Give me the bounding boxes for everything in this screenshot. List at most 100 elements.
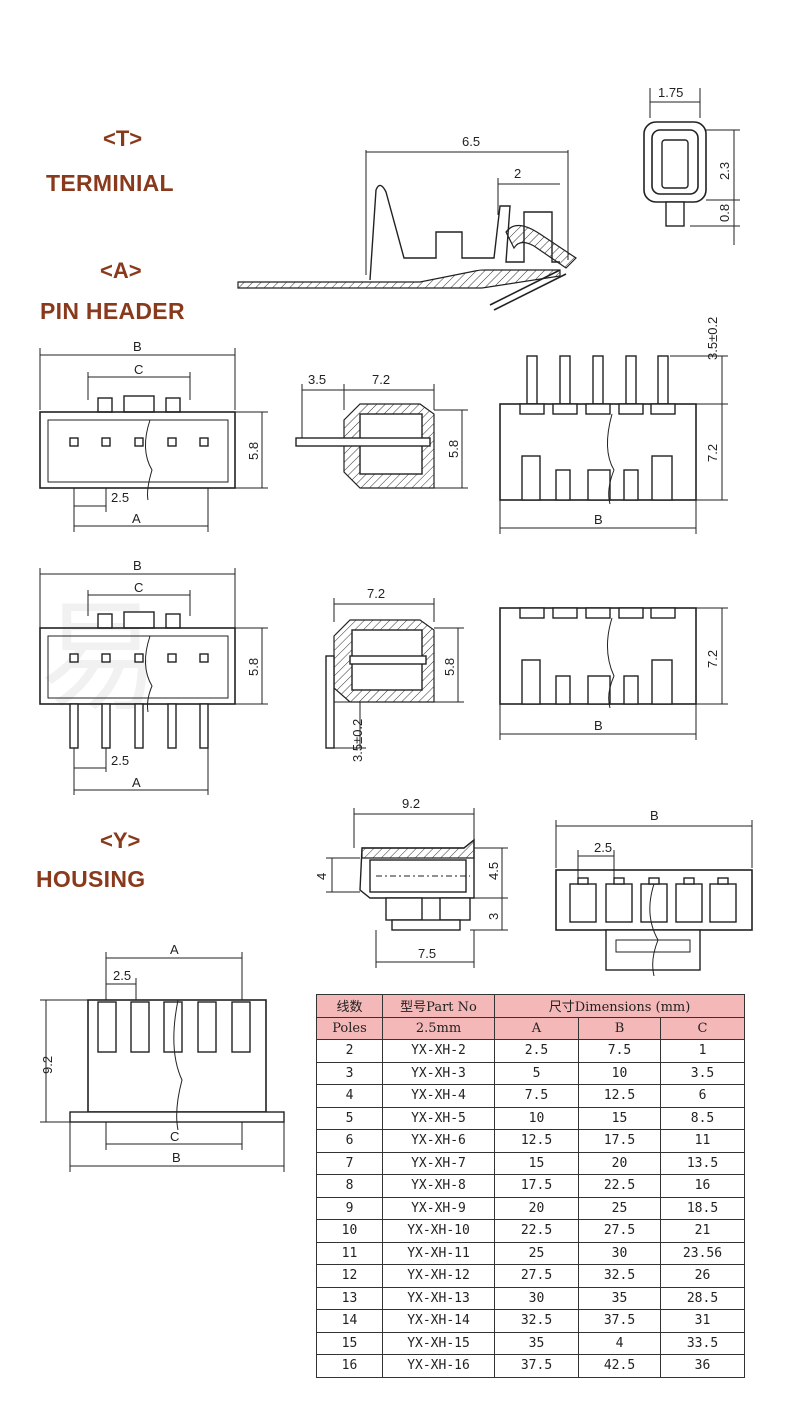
table-cell: YX-XH-10 (382, 1219, 495, 1243)
table-cell: 25 (578, 1196, 661, 1220)
terminal-title: TERMINIAL (46, 170, 174, 196)
pin-header-front-view-2: B C 5.8 2.5 A (39, 558, 268, 795)
table-cell: YX-XH-3 (382, 1061, 495, 1085)
header-poles: Poles (316, 1016, 383, 1040)
table-cell: YX-XH-5 (382, 1106, 495, 1130)
table-cell: 30 (494, 1286, 579, 1310)
table-cell: 4 (578, 1331, 661, 1355)
table-cell: 7 (316, 1151, 383, 1175)
table-cell: 9 (316, 1196, 383, 1220)
table-cell: YX-XH-12 (382, 1264, 495, 1288)
dim-a-1: A (132, 511, 141, 526)
dim-s72-4: 7.2 (705, 650, 720, 668)
table-cell: 10 (316, 1219, 383, 1243)
dim-s72-2: 7.2 (705, 444, 720, 462)
table-cell: 10 (578, 1061, 661, 1085)
dim-t-h2: 0.8 (717, 204, 732, 222)
table-cell: 8 (316, 1174, 383, 1198)
table-cell: 16 (660, 1174, 745, 1198)
table-cell: 7.5 (494, 1084, 579, 1108)
table-cell: 30 (578, 1241, 661, 1265)
table-cell: YX-XH-6 (382, 1129, 495, 1153)
table-cell: 12.5 (578, 1084, 661, 1108)
table-cell: 15 (494, 1151, 579, 1175)
dim-h58-4: 5.8 (442, 658, 457, 676)
pin-header-top-view: 3.5±0.2 7.2 B (499, 317, 728, 534)
table-cell: YX-XH-16 (382, 1354, 495, 1378)
table-cell: YX-XH-14 (382, 1309, 495, 1333)
table-cell: 13 (316, 1286, 383, 1310)
terminal-front-view: 1.75 2.3 0.8 (643, 85, 740, 245)
header-poles-cn: 线数 (316, 994, 383, 1018)
housing-title: HOUSING (36, 866, 146, 892)
dim-pitch-4: 2.5 (113, 968, 131, 983)
dim-b-5: B (650, 808, 659, 823)
dim-pitch-1: 2.5 (111, 490, 129, 505)
table-cell: 18.5 (660, 1196, 745, 1220)
table-cell: YX-XH-11 (382, 1241, 495, 1265)
header-c: C (660, 1016, 745, 1040)
housing-top-view: A 2.5 9.2 C B (40, 942, 285, 1172)
table-cell: 6 (316, 1129, 383, 1153)
table-cell: 17.5 (494, 1174, 579, 1198)
header-dimensions: 尺寸Dimensions (mm) (494, 994, 745, 1018)
table-cell: YX-XH-7 (382, 1151, 495, 1175)
table-cell: 36 (660, 1354, 745, 1378)
table-cell: 10 (494, 1106, 579, 1130)
header-a: A (494, 1016, 579, 1040)
dim-y45: 4.5 (486, 862, 501, 880)
dim-t-h1: 2.3 (717, 162, 732, 180)
housing-side-view: 9.2 4 4.5 3 7.5 (314, 796, 508, 968)
dim-y75: 7.5 (418, 946, 436, 961)
table-cell: YX-XH-13 (382, 1286, 495, 1310)
header-b: B (578, 1016, 661, 1040)
dimensions-table: 线数 型号Part No 尺寸Dimensions (mm) Poles 2.5… (316, 994, 745, 1378)
table-cell: 35 (494, 1331, 579, 1355)
dim-pitch-3: 2.5 (594, 840, 612, 855)
pin-header-title: PIN HEADER (40, 298, 185, 324)
dim-y92-1: 9.2 (402, 796, 420, 811)
table-cell: 11 (660, 1129, 745, 1153)
dim-s72-1: 7.2 (372, 372, 390, 387)
table-cell: 17.5 (578, 1129, 661, 1153)
dim-y4: 4 (314, 873, 329, 880)
table-cell: 12 (316, 1264, 383, 1288)
pin-header-top-view-2: 7.2 B (499, 607, 728, 740)
dim-b-2: B (594, 512, 603, 527)
table-cell: 1 (660, 1039, 745, 1063)
table-cell: 37.5 (494, 1354, 579, 1378)
dim-s72-3: 7.2 (367, 586, 385, 601)
table-cell: 37.5 (578, 1309, 661, 1333)
housing-front-view: B 2.5 (555, 808, 753, 977)
table-cell: 16 (316, 1354, 383, 1378)
table-cell: 25 (494, 1241, 579, 1265)
dim-c-3: C (170, 1129, 179, 1144)
header-pitch: 2.5mm (382, 1016, 495, 1040)
table-cell: 12.5 (494, 1129, 579, 1153)
table-cell: 11 (316, 1241, 383, 1265)
table-cell: 28.5 (660, 1286, 745, 1310)
dim-h58-3: 5.8 (246, 658, 261, 676)
table-cell: 31 (660, 1309, 745, 1333)
dim-pitch-2: 2.5 (111, 753, 129, 768)
table-cell: 23.56 (660, 1241, 745, 1265)
table-cell: 15 (316, 1331, 383, 1355)
header-part-no: 型号Part No (382, 994, 495, 1018)
table-cell: 4 (316, 1084, 383, 1108)
table-cell: 22.5 (578, 1174, 661, 1198)
terminal-code: <T> (103, 126, 143, 151)
table-cell: YX-XH-4 (382, 1084, 495, 1108)
table-cell: 33.5 (660, 1331, 745, 1355)
dim-h58-1: 5.8 (246, 442, 261, 460)
